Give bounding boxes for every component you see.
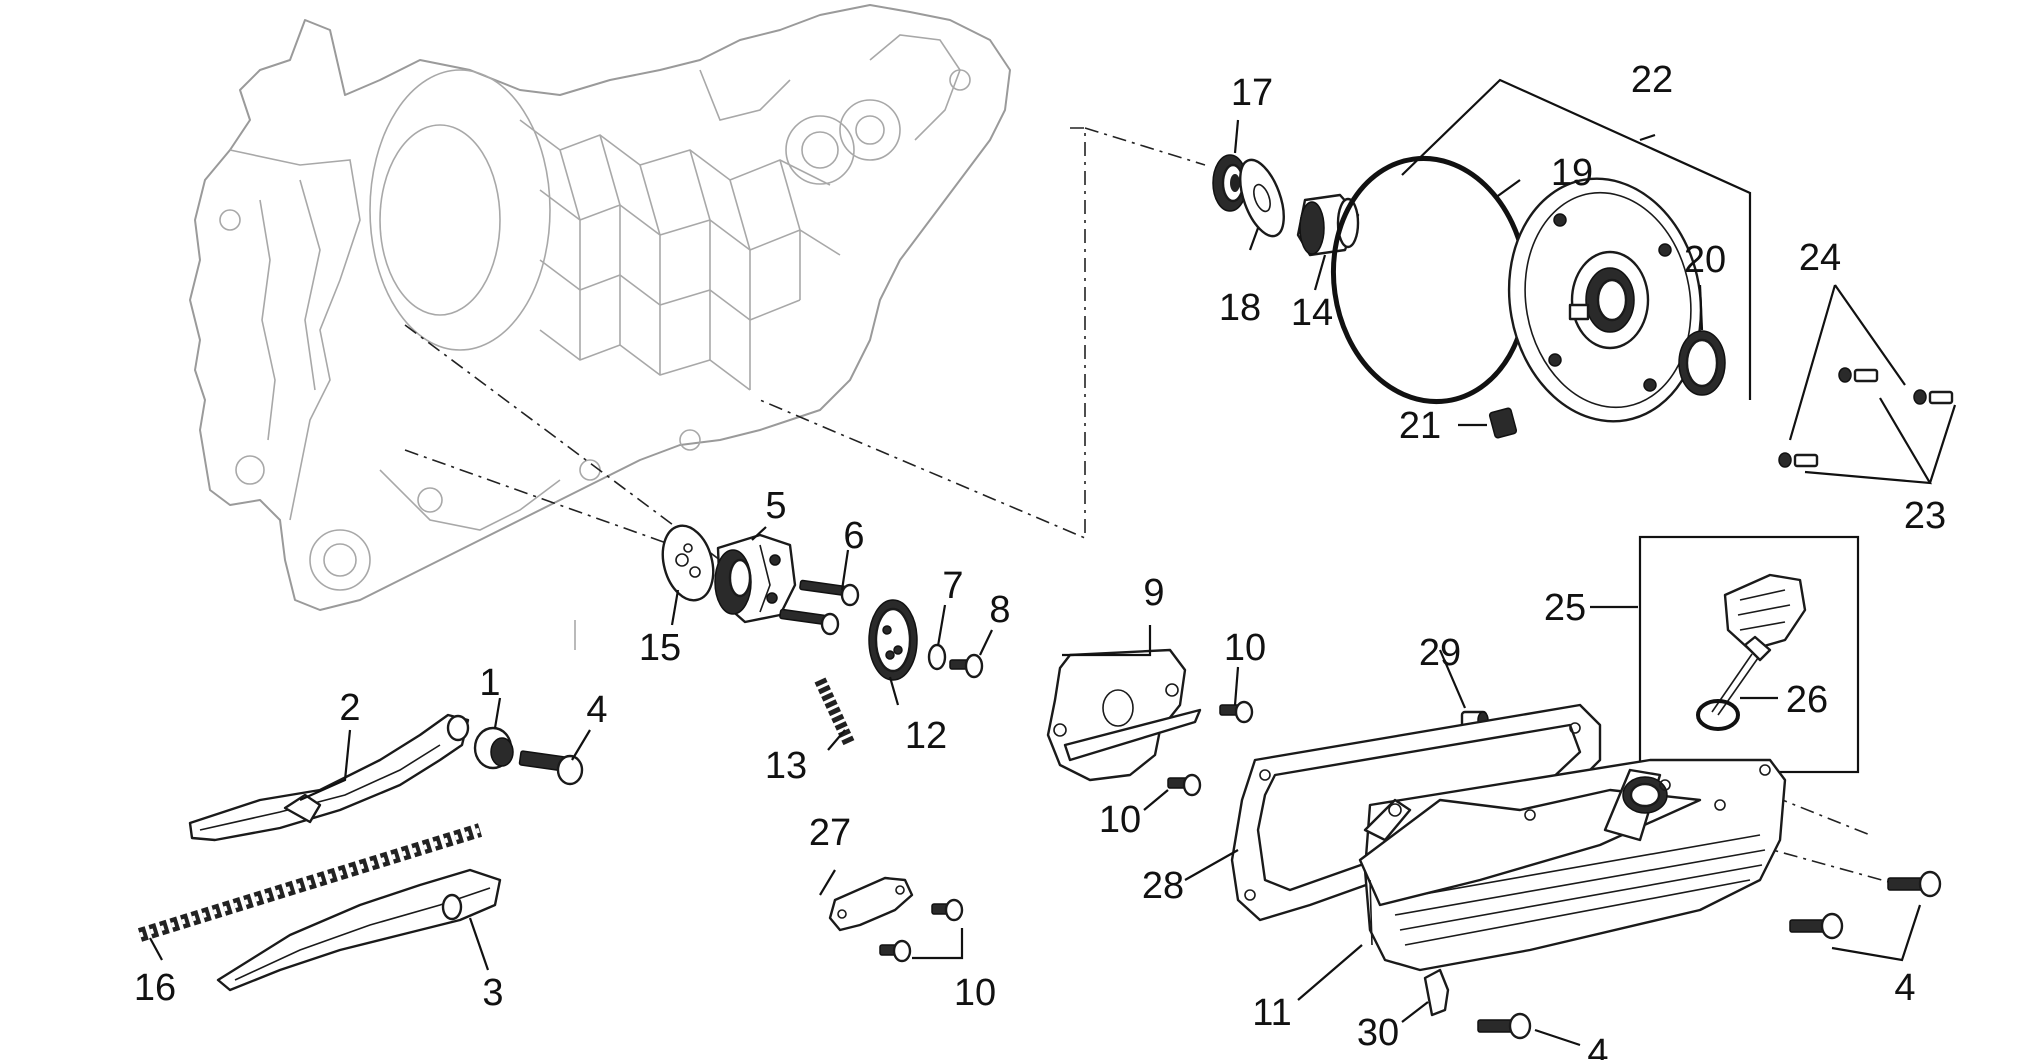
part-2-chain-tensioner: [188, 713, 470, 842]
part-20-oil-seal: [1678, 330, 1726, 396]
leader-lines: [149, 119, 1704, 1047]
part-10-screws-upper: [1167, 700, 1254, 797]
label-26: 26: [1786, 679, 1828, 721]
part-30-clip: [1423, 968, 1450, 1017]
part-24-leaders: [1788, 284, 1906, 441]
label-6: 6: [843, 515, 864, 557]
part-25-box: [1638, 535, 1860, 774]
part-16-timing-chain: [137, 823, 483, 942]
label-13: 13: [765, 745, 807, 787]
label-20: 20: [1684, 239, 1726, 281]
part-27-bracket: [828, 876, 914, 932]
label-16: 16: [134, 967, 176, 1009]
parts-23-24-screws: [1778, 367, 1954, 468]
label-17: 17: [1231, 72, 1273, 114]
part-1-spacer: [473, 726, 514, 770]
part-13-chain: [814, 677, 856, 748]
part-4-leader-sump: [1831, 904, 1922, 962]
part-4-bolt-tensioner: [518, 750, 584, 786]
dash-line-lower: [404, 449, 701, 556]
part-26-o-ring: [1696, 699, 1740, 731]
label-1: 1: [479, 662, 500, 704]
part-18-washer: [1239, 158, 1285, 238]
label-4-sump-bottom: 4: [1587, 1032, 1608, 1060]
part-15-gasket: [661, 524, 715, 602]
part-17-sprocket: [1212, 154, 1248, 212]
label-4-sump-right: 4: [1894, 967, 1915, 1009]
part-21-pin: [1488, 407, 1518, 439]
label-10-upper: 10: [1224, 627, 1266, 669]
part-3-chain-guide: [216, 868, 502, 992]
label-28: 28: [1142, 865, 1184, 907]
label-10-middle: 10: [1099, 799, 1141, 841]
label-19: 19: [1551, 152, 1593, 194]
label-25: 25: [1544, 587, 1586, 629]
part-25-dipstick: [1711, 573, 1807, 716]
part-14-seal: [1296, 193, 1360, 257]
label-8: 8: [989, 589, 1010, 631]
dash-line-upper: [759, 127, 1086, 540]
part-10-leader-lower: [912, 928, 964, 960]
part-23-leaders: [1804, 397, 1957, 485]
label-18: 18: [1219, 287, 1261, 329]
label-2: 2: [339, 687, 360, 729]
label-4-tensioner: 4: [586, 689, 607, 731]
label-9: 9: [1143, 572, 1164, 614]
label-22: 22: [1631, 59, 1673, 101]
callout-labels: 1 2 3 4 4 4 5 6 7 8 9 10 10 10 11 12 13 …: [134, 59, 1946, 1060]
label-24: 24: [1799, 237, 1841, 279]
part-5-oil-pump: [714, 533, 797, 624]
label-3: 3: [482, 972, 503, 1014]
label-30: 30: [1357, 1012, 1399, 1054]
label-14: 14: [1291, 292, 1333, 334]
label-23: 23: [1904, 495, 1946, 537]
label-27: 27: [809, 812, 851, 854]
label-29: 29: [1419, 632, 1461, 674]
part-8-bolt: [949, 653, 984, 679]
label-11: 11: [1252, 992, 1291, 1034]
part-9-baffle-plate: [1046, 625, 1202, 782]
label-7: 7: [942, 565, 963, 607]
part-12-sprocket: [868, 599, 918, 681]
part-22-bracket: [1401, 78, 1752, 400]
label-10-lower: 10: [954, 972, 996, 1014]
part-10-screws-lower: [879, 898, 964, 963]
label-12: 12: [905, 715, 947, 757]
label-5: 5: [765, 485, 786, 527]
label-15: 15: [639, 627, 681, 669]
part-11-oil-sump: [1358, 758, 1787, 972]
part-22-pump-cover: [1507, 177, 1703, 423]
part-4-bolts-sump: [1477, 870, 1942, 1040]
part-7-washer: [927, 643, 947, 671]
label-21: 21: [1399, 405, 1441, 447]
part-6-bolts: [779, 579, 860, 636]
crankcase-outline: [189, 4, 1011, 650]
